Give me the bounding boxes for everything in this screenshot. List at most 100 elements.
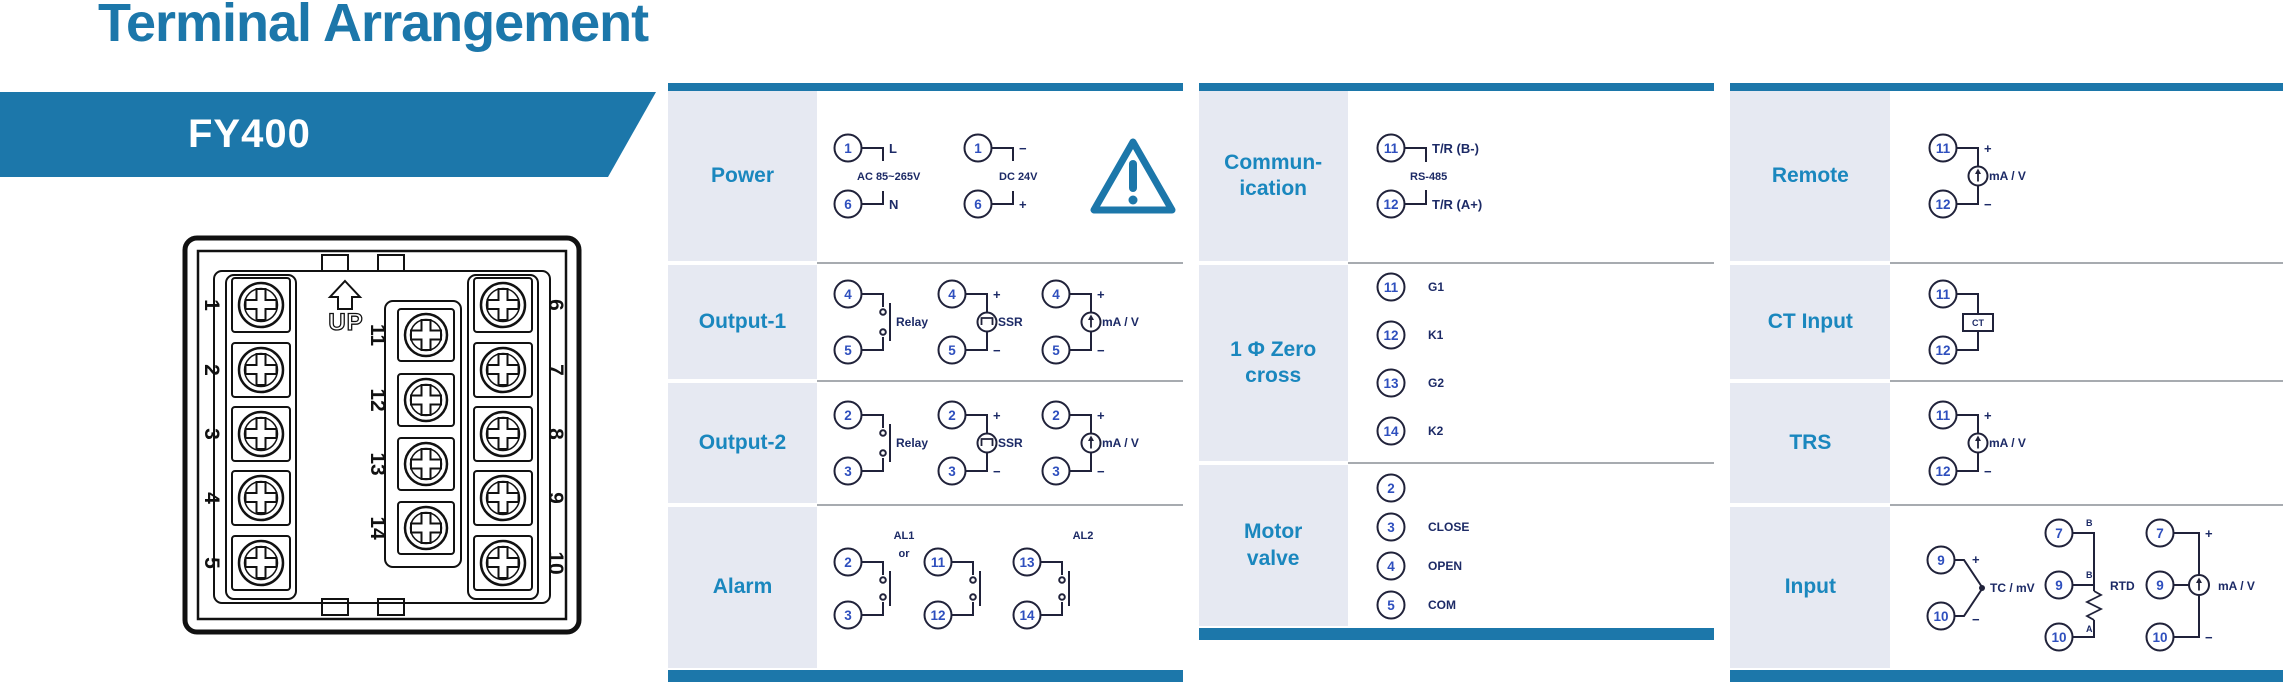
wire [1954,587,1984,617]
wire [861,560,884,575]
row-label-text: Input [1784,575,1836,599]
terminal-number: 14 [1019,608,1035,623]
remote-ma-v-diagram: 11 12 + − mA / V [1928,133,2026,219]
wire [861,191,884,205]
lead-label: B [2086,518,2093,528]
terminal-circle [2044,622,2074,651]
terminal-number: 4 [1052,287,1060,302]
terminal-number: 10 [544,551,567,574]
terminal-function-label: K2 [1428,424,1444,438]
row-label-zero-cross: 1 Φ Zero cross [1198,265,1348,461]
terminal-number: 7 [544,364,567,376]
wire [861,293,884,307]
terminal-number: 10 [1934,609,1949,624]
row-label-alarm: Alarm [668,507,817,668]
screw-terminal: 8 [473,406,567,462]
wire [1040,601,1063,616]
terminal-circle [937,335,967,365]
polarity-label: + [993,408,1001,423]
meter-arrowhead [1975,168,1982,174]
zero-cross-terminals: 11 12 13 14 G1 K1 G2 K2 [1376,272,1444,446]
contact [1058,575,1066,584]
contact [879,429,887,437]
terminal-number: 9 [2056,578,2064,593]
polarity-label: − [1097,343,1105,358]
wire [1954,558,1984,588]
terminal-function-label: G2 [1428,376,1444,390]
terminal-circle [1928,189,1958,219]
ssr-symbol [976,432,998,454]
signal-type-label: RTD [2110,579,2135,593]
screw-terminal: 14 [366,501,455,555]
row-label-text: 1 Φ Zero [1230,337,1317,361]
polarity-label: − [1972,612,1980,627]
model-name: FY400 [188,112,311,156]
terminal-number: 14 [366,516,389,540]
terminal-number: 4 [1387,559,1395,574]
row-label-remote: Remote [1730,91,1891,261]
terminal-number: 13 [366,452,389,475]
group-left: Power 1 6 L AC 85~265V N [668,83,1183,682]
polarity-label: − [1984,197,1992,212]
right-terminal-strip: 6 7 8 9 [467,274,567,600]
ma-v-output-diagram: 4 5 + − mA / V [1041,279,1139,365]
terminal-circle [1928,400,1958,430]
wire [1040,560,1063,575]
screw-terminal: 3 [200,406,291,462]
terminal-circle [1376,551,1406,580]
wire [861,147,884,161]
terminal-function-label: K1 [1428,328,1444,342]
polarity-label: + [1984,408,1992,423]
terminal-function-label: G1 [1428,280,1444,294]
wire [861,337,884,351]
screw-terminal: 12 [366,373,455,427]
terminal-number: 8 [544,428,567,440]
rtd-input-diagram: 7 9 10 B B A RTD [2044,518,2135,651]
terminal-number: 6 [974,197,982,212]
terminal-number: 1 [844,141,852,156]
group-bottom-bar [668,670,1183,682]
wire-label: + [1019,197,1027,212]
wire [1404,190,1427,205]
alarm-switch-3: 13 14 [1012,547,1070,629]
group-middle: Commun- ication 11 12 T/R (B-) RS-485 T/… [1198,83,1715,682]
terminal-number: 12 [366,388,389,411]
terminal-number: 5 [1387,598,1395,613]
terminal-circle [833,279,863,309]
terminal-circle [2145,518,2175,547]
terminal-number: 4 [844,287,852,302]
wire-label: − [1019,141,1027,156]
terminal-number: 3 [1387,520,1395,535]
polarity-label: + [1984,141,1992,156]
contact [879,575,887,584]
up-arrow-icon [327,279,363,310]
zero-cross-diagram: 11 12 13 14 G1 K1 G2 K2 [1347,262,1715,461]
trs-diagram: 11 12 + − mA / V [1890,380,2283,503]
terminal-circle [2145,622,2175,651]
pulse-glyph [980,317,994,325]
terminal-circle [833,400,863,430]
terminal-circle [833,600,863,629]
terminal-circle [833,189,863,219]
wire [2072,630,2096,638]
terminal-circle [1926,601,1956,630]
terminal-circle [1376,320,1406,350]
contact [879,592,887,601]
alarm-diagrams: 2 3 AL1 or 11 [817,504,1183,668]
terminal-number: 2 [1387,481,1395,496]
terminal-number: 11 [1384,141,1399,156]
terminal-number: 5 [844,343,852,358]
terminal-number: 2 [844,555,852,570]
terminal-circle [963,133,993,163]
terminal-circle [1376,473,1406,502]
terminal-circle [923,547,953,576]
device-outer-frame [182,235,582,635]
terminal-circle [1012,600,1042,629]
terminal-number: 3 [948,464,956,479]
terminal-number: 12 [1383,328,1398,343]
polarity-label: − [993,464,1001,479]
device-top-tab [377,254,405,272]
polarity-label: + [1097,408,1105,423]
polarity-label: + [1972,552,1980,567]
terminal-number: 14 [1383,424,1399,439]
